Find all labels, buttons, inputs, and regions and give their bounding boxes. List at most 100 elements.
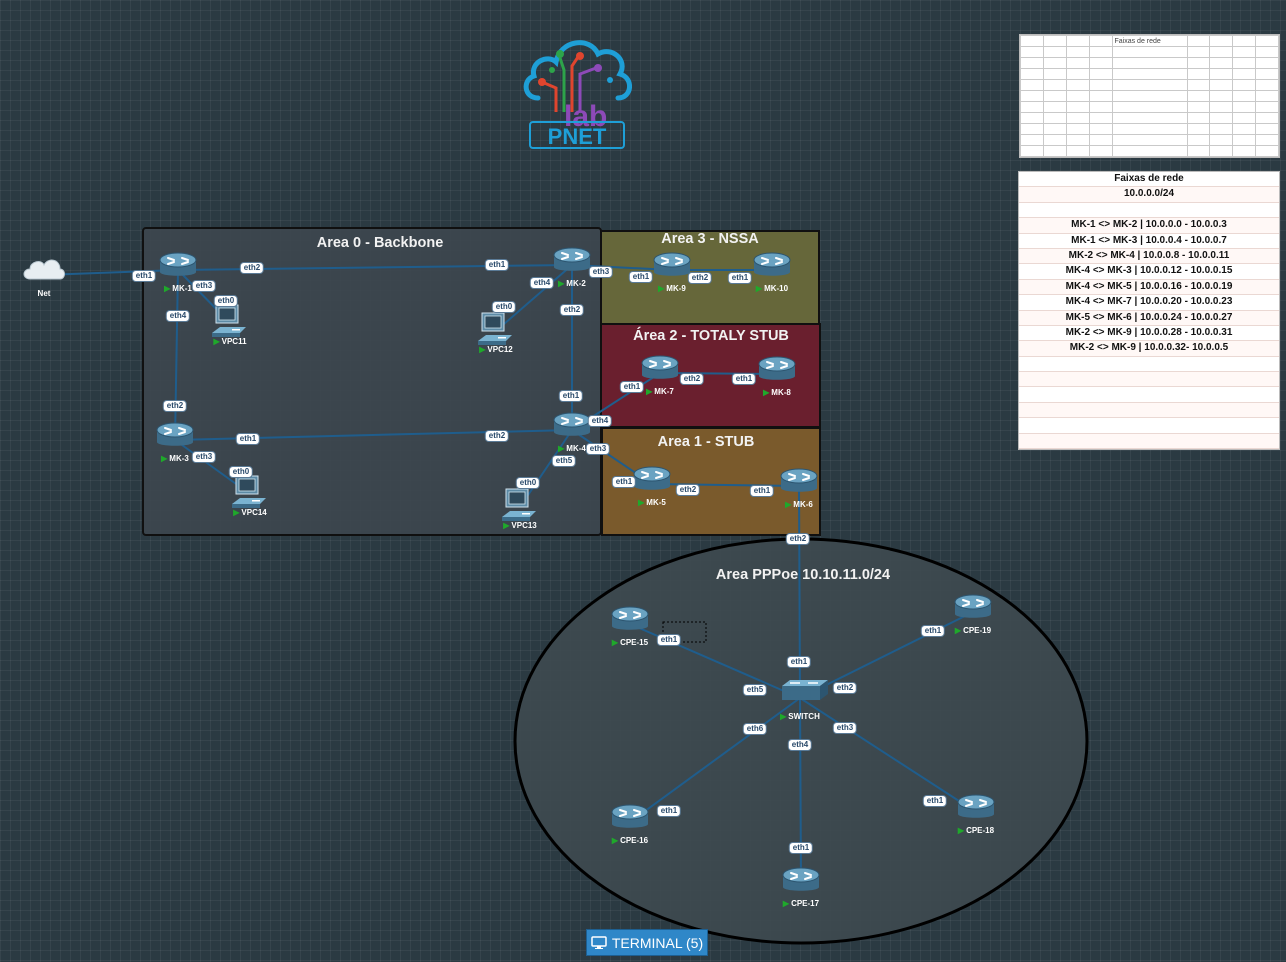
terminal-label: TERMINAL (5)	[611, 934, 704, 951]
interface-label[interactable]: eth4	[165, 310, 191, 322]
node-label: MK-8	[771, 388, 791, 397]
interface-label[interactable]: eth1	[920, 625, 946, 637]
running-status-icon: ▶	[782, 899, 790, 908]
interface-label[interactable]: eth0	[228, 466, 254, 478]
interface-label[interactable]: eth5	[742, 684, 768, 696]
interface-label[interactable]: eth2	[785, 533, 811, 545]
interface-label[interactable]: eth4	[529, 277, 555, 289]
interface-label[interactable]: eth1	[727, 272, 753, 284]
interface-label[interactable]: eth3	[585, 443, 611, 455]
interface-label[interactable]: eth1	[619, 381, 645, 393]
node-mk5[interactable]: ▶MK-5	[622, 462, 682, 518]
interface-label[interactable]: eth1	[628, 271, 654, 283]
router-icon	[611, 606, 649, 630]
router-icon	[957, 794, 995, 818]
node-cpe19[interactable]: ▶CPE-19	[943, 590, 1003, 646]
node-label: CPE-17	[791, 899, 820, 908]
network-table-row: MK-2 <> MK-4 | 10.0.0.8 - 10.0.0.11	[1019, 249, 1279, 265]
router-icon	[159, 252, 197, 276]
node-vpc13[interactable]: ▶VPC13	[490, 485, 550, 541]
area1-title: Area 1 - STUB	[657, 434, 755, 450]
router-icon	[653, 252, 691, 276]
node-cpe17[interactable]: ▶CPE-17	[771, 863, 831, 919]
node-vpc11[interactable]: ▶VPC11	[200, 301, 260, 357]
node-switch[interactable]: ▶SWITCH	[770, 676, 830, 732]
node-cpe16[interactable]: ▶CPE-16	[600, 800, 660, 856]
interface-label[interactable]: eth2	[559, 304, 585, 316]
link-switch-cpe18[interactable]	[799, 697, 977, 813]
node-mk3[interactable]: ▶MK-3	[145, 418, 205, 474]
node-label: MK-7	[654, 387, 674, 396]
terminal-button[interactable]: TERMINAL (5)	[586, 929, 708, 956]
interface-label[interactable]: eth2	[679, 373, 705, 385]
running-status-icon: ▶	[658, 284, 665, 293]
network-table-row	[1019, 372, 1279, 388]
interface-label[interactable]: eth2	[832, 682, 858, 694]
interface-label[interactable]: eth2	[239, 262, 265, 274]
link-mk7-mk8[interactable]	[659, 372, 778, 375]
running-status-icon: ▶	[957, 826, 965, 835]
node-vpc12[interactable]: ▶VPC12	[466, 309, 526, 365]
interface-label[interactable]: eth0	[515, 477, 541, 489]
interface-label[interactable]: eth3	[191, 280, 217, 292]
interface-label[interactable]: eth2	[162, 400, 188, 412]
network-table-row: MK-1 <> MK-3 | 10.0.0.4 - 10.0.0.7	[1019, 233, 1279, 249]
network-table-row: MK-2 <> MK-9 | 10.0.0.28 - 10.0.0.31	[1019, 325, 1279, 342]
area3-title: Area 3 - NSSA	[661, 231, 759, 247]
running-status-icon: ▶	[780, 712, 787, 721]
node-cpe15[interactable]: ▶CPE-15	[600, 602, 660, 658]
interface-label[interactable]: eth6	[742, 723, 768, 735]
interface-label[interactable]: eth3	[832, 722, 858, 734]
interface-label[interactable]: eth1	[922, 795, 948, 807]
interface-label[interactable]: eth1	[131, 270, 157, 282]
node-label: CPE-15	[620, 638, 649, 647]
node-label: MK-10	[764, 284, 789, 293]
interface-label[interactable]: eth0	[491, 301, 517, 313]
interface-label[interactable]: eth1	[235, 433, 261, 445]
node-vpc14[interactable]: ▶VPC14	[220, 472, 280, 528]
link-mk2-vpc12[interactable]	[495, 264, 573, 332]
interface-label[interactable]: eth3	[588, 266, 614, 278]
link-mk4-vpc13[interactable]	[519, 429, 573, 508]
node-mk10[interactable]: ▶MK-10	[742, 248, 802, 304]
interface-label[interactable]: eth2	[687, 272, 713, 284]
interface-label[interactable]: eth1	[749, 485, 775, 497]
interface-label[interactable]: eth1	[788, 842, 814, 854]
node-label: VPC13	[511, 521, 537, 530]
network-table-row	[1019, 202, 1279, 219]
interface-label[interactable]: eth1	[656, 805, 682, 817]
interface-label[interactable]: eth1	[484, 259, 510, 271]
interface-label[interactable]: eth2	[484, 430, 510, 442]
interface-label[interactable]: eth4	[787, 739, 813, 751]
link-switch-cpe16[interactable]	[629, 697, 801, 823]
node-net[interactable]: Net	[14, 253, 74, 309]
interface-label[interactable]: eth1	[656, 634, 682, 646]
interface-label[interactable]: eth1	[611, 476, 637, 488]
interface-label[interactable]: eth1	[558, 390, 584, 402]
router-icon	[782, 867, 820, 891]
link-net-mk1[interactable]	[43, 269, 179, 276]
interface-label[interactable]: eth1	[786, 656, 812, 668]
node-label: VPC12	[487, 345, 513, 354]
running-status-icon: ▶	[785, 500, 792, 509]
node-label: MK-1	[172, 284, 192, 293]
router-icon	[553, 412, 591, 436]
interface-label[interactable]: eth3	[191, 451, 217, 463]
node-mk2[interactable]: ▶MK-2	[542, 243, 602, 299]
interface-label[interactable]: eth4	[587, 415, 613, 427]
node-mk1[interactable]: ▶MK-1	[148, 248, 208, 304]
node-mk9[interactable]: ▶MK-9	[642, 248, 702, 304]
top-text-table[interactable]: Faixas de rede	[1019, 34, 1280, 158]
running-status-icon: ▶	[479, 345, 486, 354]
node-mk6[interactable]: ▶MK-6	[769, 464, 829, 520]
interface-label[interactable]: eth2	[675, 484, 701, 496]
node-cpe18[interactable]: ▶CPE-18	[946, 790, 1006, 846]
node-mk7[interactable]: ▶MK-7	[630, 351, 690, 407]
interface-label[interactable]: eth5	[551, 455, 577, 467]
network-table-row: MK-5 <> MK-6 | 10.0.0.24 - 10.0.0.27	[1019, 311, 1279, 326]
network-table-row: 10.0.0.0/24	[1019, 187, 1279, 203]
interface-label[interactable]: eth1	[731, 373, 757, 385]
interface-label[interactable]: eth0	[213, 295, 239, 307]
node-mk8[interactable]: ▶MK-8	[747, 352, 807, 408]
